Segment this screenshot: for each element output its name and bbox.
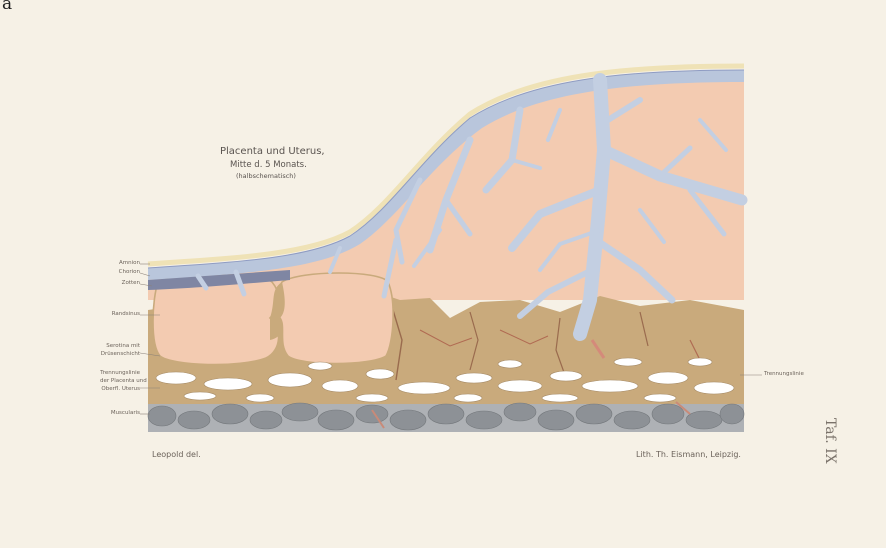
footer-artist: Leopold del. [152, 450, 201, 459]
label-trennung-line-3: Oberfl. Uterus [100, 386, 140, 392]
figure-note: (halbschematisch) [236, 172, 296, 180]
muscularis-layer [148, 402, 744, 432]
label-trennungslinie: Trennungslinie [764, 371, 804, 377]
label-serotina-line-2: Drüsenschicht [100, 351, 140, 357]
label-randsinus: Randsinus [110, 311, 140, 317]
label-muscularis: Muscularis [110, 410, 140, 416]
footer-lithographer: Lith. Th. Eismann, Leipzig. [636, 450, 741, 459]
label-trennung-line-2: der Placenta und [100, 378, 140, 384]
label-zotten: Zotten [110, 280, 140, 286]
figure-subtitle: Mitte d. 5 Monats. [230, 160, 307, 170]
plate-number: Taf. IX [822, 418, 838, 464]
figure-title: Placenta und Uterus, [220, 146, 325, 157]
label-serotina-line-1: Serotina mit [100, 343, 140, 349]
corner-letter: a [2, 0, 12, 14]
label-trennung-line-1: Trennungslinie [100, 370, 140, 376]
label-amnion: Amnion [110, 260, 140, 266]
label-chorion: Chorion [110, 269, 140, 275]
